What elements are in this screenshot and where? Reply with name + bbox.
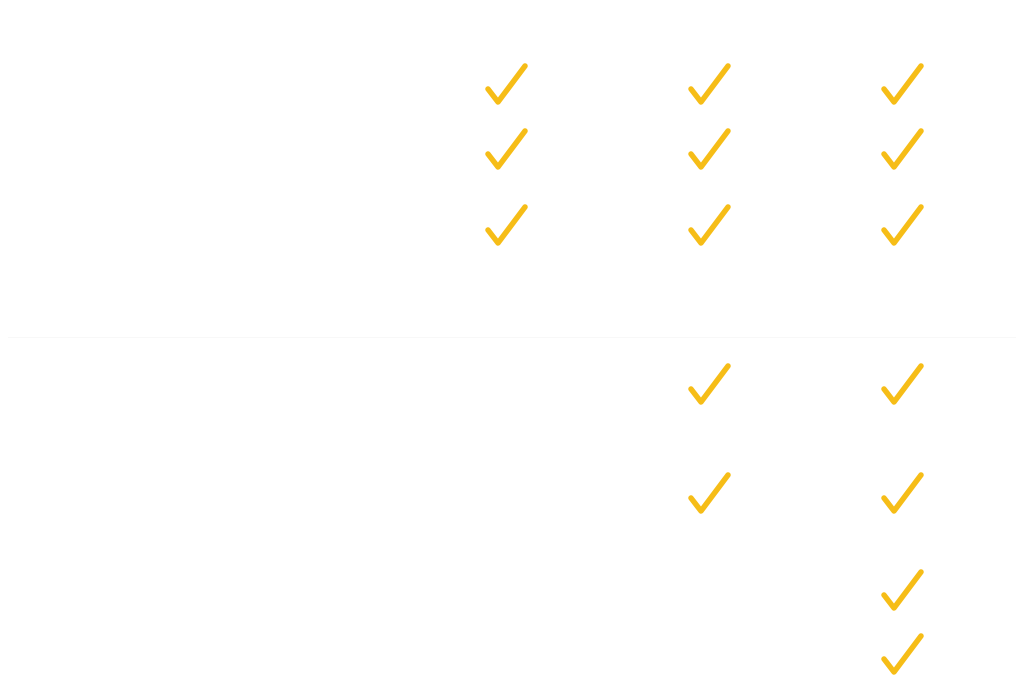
table-row xyxy=(0,564,1024,620)
plan-2-cell xyxy=(668,123,748,177)
checkmark-icon xyxy=(881,569,924,611)
plan-3-cell xyxy=(861,358,941,412)
plan-3-cell xyxy=(861,467,941,521)
table-row xyxy=(0,123,1024,179)
checkmark-icon xyxy=(485,128,528,170)
table-row xyxy=(0,467,1024,523)
checkmark-icon xyxy=(881,633,924,675)
checkmark-icon xyxy=(881,472,924,514)
checkmark-icon xyxy=(881,128,924,170)
plan-2-cell xyxy=(668,58,748,112)
table-row xyxy=(0,280,1024,330)
checkmark-icon xyxy=(881,363,924,405)
table-row xyxy=(0,199,1024,255)
checkmark-icon xyxy=(688,204,731,246)
checkmark-icon xyxy=(688,472,731,514)
plan-1-cell xyxy=(465,58,545,112)
plan-2-cell xyxy=(668,358,748,412)
plan-3-cell xyxy=(861,58,941,112)
checkmark-icon xyxy=(688,363,731,405)
plan-3-cell xyxy=(861,564,941,618)
section-divider xyxy=(8,337,1016,338)
plan-2-cell xyxy=(668,467,748,521)
checkmark-icon xyxy=(688,128,731,170)
table-row xyxy=(0,58,1024,114)
checkmark-icon xyxy=(881,63,924,105)
table-row xyxy=(0,628,1024,684)
checkmark-icon xyxy=(485,204,528,246)
checkmark-icon xyxy=(881,204,924,246)
plan-3-cell xyxy=(861,123,941,177)
plan-1-cell xyxy=(465,123,545,177)
table-row xyxy=(0,358,1024,414)
plan-3-cell xyxy=(861,628,941,682)
plan-1-cell xyxy=(465,199,545,253)
checkmark-icon xyxy=(485,63,528,105)
plan-2-cell xyxy=(668,199,748,253)
plan-3-cell xyxy=(861,199,941,253)
checkmark-icon xyxy=(688,63,731,105)
